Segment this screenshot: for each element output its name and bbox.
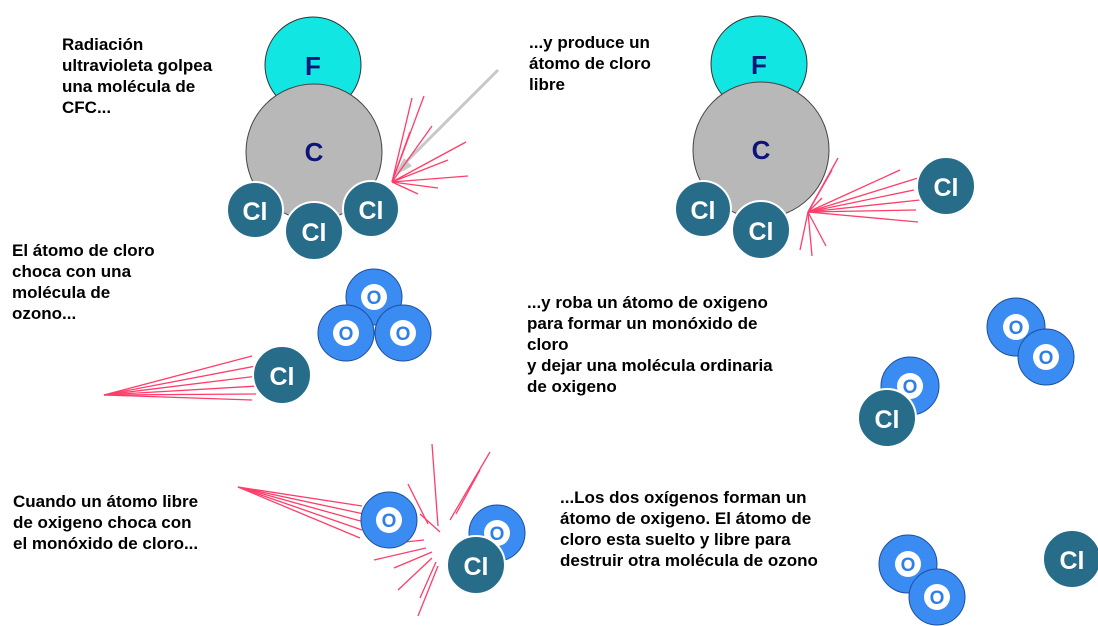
panel-3-ozone-collision: O O O Cl	[103, 268, 432, 405]
oxygen-atom-free: O	[360, 491, 418, 549]
oxygen-molecule: O O	[878, 534, 966, 626]
panel-4-products: O O O Cl	[857, 297, 1075, 448]
chlorine-atom-left: Cl	[674, 180, 732, 238]
chlorine-monoxide: O Cl	[446, 504, 526, 595]
chlorine-label: Cl	[243, 198, 268, 226]
chlorine-atom: Cl	[446, 535, 506, 595]
chlorine-atom-bottom: Cl	[731, 200, 791, 260]
oxygen-label: O	[490, 524, 505, 545]
carbon-label: C	[752, 135, 771, 165]
chlorine-atom-bottom: Cl	[284, 201, 344, 261]
caption-step3-chlorine-hits-ozone: El átomo de cloro choca con una molécula…	[12, 241, 155, 323]
oxygen-molecule: O O	[986, 297, 1075, 386]
carbon-atom: C	[692, 81, 830, 219]
caption-step2-free-chlorine: ...y produce un átomo de cloro libre	[529, 33, 651, 94]
ozone-molecule: O O O	[317, 268, 432, 362]
chlorine-label: Cl	[270, 363, 295, 391]
fluorine-label: F	[305, 51, 321, 81]
oxygen-label: O	[1009, 318, 1024, 339]
oxygen-label: O	[901, 555, 916, 576]
chlorine-atom-left: Cl	[226, 181, 284, 239]
chlorine-label: Cl	[934, 174, 959, 202]
chlorine-monoxide: O Cl	[857, 356, 940, 448]
motion-trail	[103, 355, 259, 401]
oxygen-label: O	[1039, 348, 1054, 369]
oxygen-label: O	[903, 377, 918, 398]
caption-step6-oxygen-molecule: ...Los dos oxígenos forman un átomo de o…	[560, 488, 818, 570]
fluorine-label: F	[751, 50, 767, 80]
panel-1-cfc-molecule: F C Cl Cl Cl	[226, 16, 500, 261]
chlorine-label: Cl	[1060, 547, 1085, 575]
chlorine-atom-free: Cl	[1042, 529, 1098, 589]
oxygen-atom: O	[908, 568, 966, 626]
chlorine-label: Cl	[302, 219, 327, 247]
panel-5-oxygen-collision: O O Cl	[237, 443, 526, 617]
oxygen-label: O	[339, 324, 354, 345]
chlorine-label: Cl	[691, 197, 716, 225]
impact-lines	[799, 157, 921, 257]
oxygen-label: O	[930, 588, 945, 609]
carbon-label: C	[305, 137, 324, 167]
oxygen-label: O	[382, 511, 397, 532]
caption-step5-oxygen-hits-monoxide: Cuando un átomo libre de oxigeno choca c…	[13, 492, 199, 553]
oxygen-atom: O	[1017, 328, 1075, 386]
chlorine-atom-moving: Cl	[252, 345, 312, 405]
chlorine-label: Cl	[464, 553, 489, 581]
caption-step1-uv-hits-cfc: Radiación ultravioleta golpea una molécu…	[62, 35, 213, 117]
chlorine-atom-free: Cl	[916, 156, 976, 216]
panel-2-free-chlorine: F C Cl Cl Cl	[674, 15, 976, 260]
chlorine-label: Cl	[359, 197, 384, 225]
motion-trail	[237, 486, 365, 539]
chlorine-atom: Cl	[857, 388, 917, 448]
chlorine-label: Cl	[749, 218, 774, 246]
uv-ray-shaft	[398, 68, 500, 170]
oxygen-atom: O	[374, 304, 432, 362]
oxygen-atom: O	[317, 304, 375, 362]
chlorine-atom-right: Cl	[342, 180, 400, 238]
caption-step4-chlorine-monoxide: ...y roba un átomo de oxigeno para forma…	[527, 293, 773, 396]
panel-6-final: O O Cl	[878, 529, 1098, 626]
oxygen-label: O	[367, 288, 382, 309]
impact-lines	[391, 95, 469, 195]
chlorine-label: Cl	[875, 406, 900, 434]
carbon-atom: C	[245, 83, 383, 221]
oxygen-label: O	[396, 324, 411, 345]
